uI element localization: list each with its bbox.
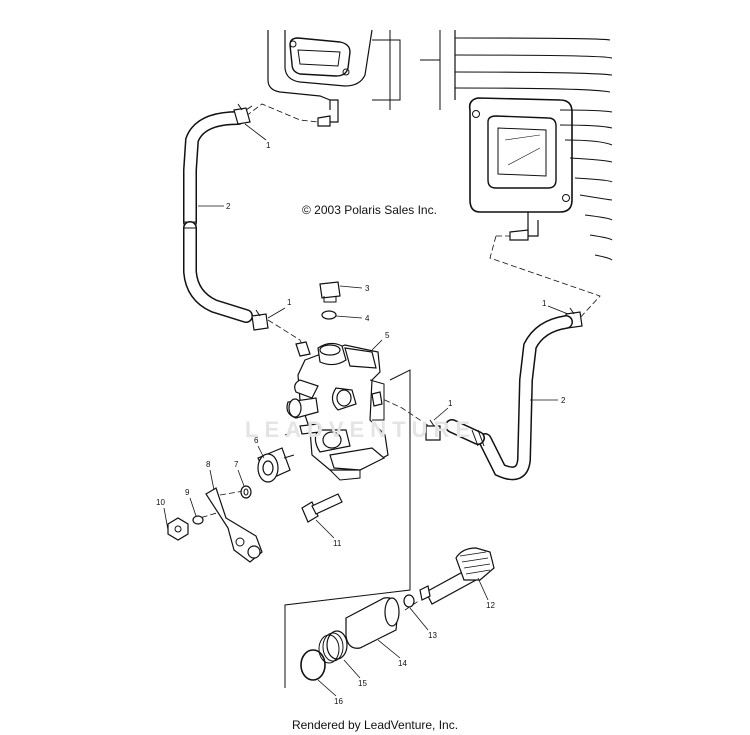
callout-3: 3 bbox=[365, 284, 370, 293]
routing-lines bbox=[192, 103, 601, 611]
callout-11: 11 bbox=[333, 539, 342, 548]
callout-1: 1 bbox=[266, 141, 271, 150]
callout-4: 4 bbox=[365, 314, 370, 323]
copyright-text: © 2003 Polaris Sales Inc. bbox=[302, 203, 437, 217]
callout-1: 1 bbox=[542, 299, 547, 308]
right-cylinder-port bbox=[454, 30, 613, 261]
hose-clamp bbox=[233, 103, 583, 441]
oil-pump bbox=[286, 341, 389, 481]
callout-1: 1 bbox=[287, 298, 292, 307]
callout-14: 14 bbox=[398, 659, 407, 668]
callout-6: 6 bbox=[254, 436, 259, 445]
left-cylinder-port bbox=[267, 29, 441, 127]
bolt-and-washer bbox=[319, 281, 341, 320]
control-linkage bbox=[167, 447, 295, 563]
drive-shaft-group bbox=[284, 369, 495, 688]
callout-13: 13 bbox=[428, 631, 437, 640]
leader-lines bbox=[163, 123, 569, 697]
callout-5: 5 bbox=[385, 331, 390, 340]
left-hose bbox=[183, 111, 253, 323]
right-hose bbox=[445, 315, 573, 481]
watermark: LEADVENTURE bbox=[245, 417, 477, 442]
callout-7: 7 bbox=[234, 460, 239, 469]
callout-2: 2 bbox=[561, 396, 566, 405]
callout-8: 8 bbox=[206, 460, 211, 469]
callout-2: 2 bbox=[226, 202, 231, 211]
callouts: 1 2 1 3 4 5 1 2 1 6 7 8 9 10 11 12 13 14… bbox=[156, 141, 566, 706]
callout-16: 16 bbox=[334, 697, 343, 706]
callout-12: 12 bbox=[486, 601, 495, 610]
mounting-bolt bbox=[301, 493, 343, 523]
callout-9: 9 bbox=[185, 488, 190, 497]
footer-credit: Rendered by LeadVenture, Inc. bbox=[291, 718, 459, 732]
callout-15: 15 bbox=[358, 679, 367, 688]
callout-10: 10 bbox=[156, 498, 165, 507]
callout-1: 1 bbox=[448, 399, 453, 408]
